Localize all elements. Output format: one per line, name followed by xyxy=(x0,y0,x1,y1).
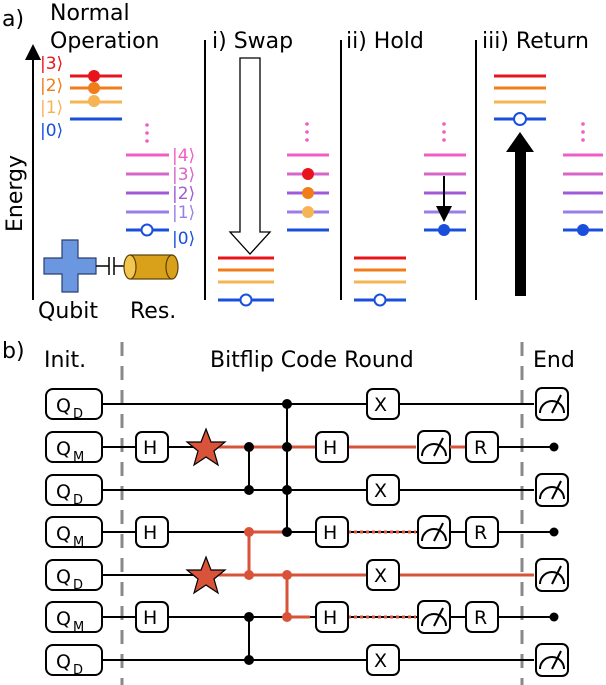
svg-text:D: D xyxy=(73,663,83,678)
svg-text:H: H xyxy=(143,607,157,629)
panel-a: a) Normal Operation i) Swap ii) Hold iii… xyxy=(2,1,603,324)
resonator-cylinder-icon xyxy=(123,254,179,280)
svg-text:R: R xyxy=(474,607,487,629)
error-star-icon-1 xyxy=(185,427,227,467)
res-kets: |4⟩ |3⟩ |2⟩ |1⟩ |0⟩ xyxy=(172,146,195,249)
ket-r3: |3⟩ xyxy=(172,165,195,185)
ket-q0: |0⟩ xyxy=(40,121,63,141)
h-gates-left: H H H xyxy=(135,431,196,633)
svg-text:H: H xyxy=(323,607,337,629)
error-star-icon-2 xyxy=(185,555,227,595)
svg-text:R: R xyxy=(474,437,487,459)
svg-text:H: H xyxy=(143,437,157,459)
swap-arrow-icon xyxy=(228,57,272,255)
normal-operation-title-1: Normal xyxy=(50,1,130,26)
svg-text:M: M xyxy=(73,535,84,550)
normal-qubit-levels xyxy=(70,70,122,121)
ket-r2: |2⟩ xyxy=(172,184,195,204)
end-column xyxy=(535,387,569,677)
svg-text:M: M xyxy=(73,620,84,635)
svg-text:H: H xyxy=(143,522,157,544)
svg-text:R: R xyxy=(474,522,487,544)
meter-icons-mid xyxy=(417,430,466,634)
ket-q1: |1⟩ xyxy=(40,98,63,118)
svg-text:X: X xyxy=(374,565,387,587)
qubit-box-2: Q M xyxy=(45,431,103,465)
swap-qubit-levels xyxy=(218,256,274,307)
energy-label: Energy xyxy=(3,155,28,232)
qubit-box-1: Q D xyxy=(45,388,103,422)
ket-r4: |4⟩ xyxy=(172,146,195,166)
svg-text:H: H xyxy=(323,522,337,544)
hold-qubit-levels xyxy=(354,256,406,307)
normal-res-levels xyxy=(126,123,169,237)
return-qubit-levels xyxy=(494,74,546,126)
qubit-box-3: Q D xyxy=(45,474,103,508)
init-label: Init. xyxy=(44,348,86,373)
svg-text:Q: Q xyxy=(56,608,71,630)
svg-text:Q: Q xyxy=(56,438,71,460)
population-dot-orange xyxy=(88,82,100,94)
svg-text:Q: Q xyxy=(56,566,71,588)
cnot-connectors xyxy=(244,399,292,665)
end-label: End xyxy=(533,348,575,373)
normal-operation-title-2: Operation xyxy=(50,29,159,54)
qubit-box-4: Q M xyxy=(45,516,103,550)
r-gates: R R R xyxy=(465,431,499,633)
qubit-label: Qubit xyxy=(38,299,98,324)
panel-b-label: b) xyxy=(2,339,25,364)
population-dot-yellow xyxy=(88,95,100,107)
ket-q2: |2⟩ xyxy=(40,76,63,96)
svg-text:Q: Q xyxy=(56,523,71,545)
svg-text:M: M xyxy=(73,450,84,465)
ket-q3: |3⟩ xyxy=(40,54,63,74)
swap-title: i) Swap xyxy=(212,29,293,54)
svg-text:Q: Q xyxy=(56,651,71,673)
res-ground-state-dot xyxy=(140,223,154,237)
svg-text:Q: Q xyxy=(56,395,71,417)
return-arrow-icon xyxy=(506,132,534,296)
qubit-kets: |3⟩ |2⟩ |1⟩ |0⟩ xyxy=(40,54,63,141)
svg-text:Q: Q xyxy=(56,481,71,503)
init-column: Q D Q M Q D Q M Q D xyxy=(45,388,103,678)
swap-res-levels xyxy=(287,122,329,232)
x-gates: X X X X xyxy=(366,388,400,676)
panel-b: b) Init. Bitflip Code Round End xyxy=(2,339,575,685)
res-label: Res. xyxy=(130,299,176,324)
return-title: iii) Return xyxy=(482,29,589,54)
return-res-levels xyxy=(563,122,603,236)
qubit-box-6: Q M xyxy=(45,601,103,635)
svg-text:D: D xyxy=(73,493,83,508)
svg-text:H: H xyxy=(323,437,337,459)
population-dot-red xyxy=(88,70,100,82)
qubit-box-5: Q D xyxy=(45,559,103,593)
ket-r1: |1⟩ xyxy=(172,203,195,223)
svg-text:D: D xyxy=(73,578,83,593)
ket-r0: |0⟩ xyxy=(172,229,195,249)
hold-res-levels xyxy=(424,122,466,236)
h-gates-right: H H H xyxy=(315,431,349,633)
hold-title: ii) Hold xyxy=(346,29,424,54)
svg-text:X: X xyxy=(374,650,387,672)
svg-text:X: X xyxy=(374,394,387,416)
qubit-box-7: Q D xyxy=(45,644,103,678)
svg-text:X: X xyxy=(374,480,387,502)
qubit-cross-icon xyxy=(43,239,97,293)
round-label: Bitflip Code Round xyxy=(210,348,414,373)
panel-a-label: a) xyxy=(2,7,24,32)
dotted-wires xyxy=(336,530,416,619)
svg-text:D: D xyxy=(73,407,83,422)
